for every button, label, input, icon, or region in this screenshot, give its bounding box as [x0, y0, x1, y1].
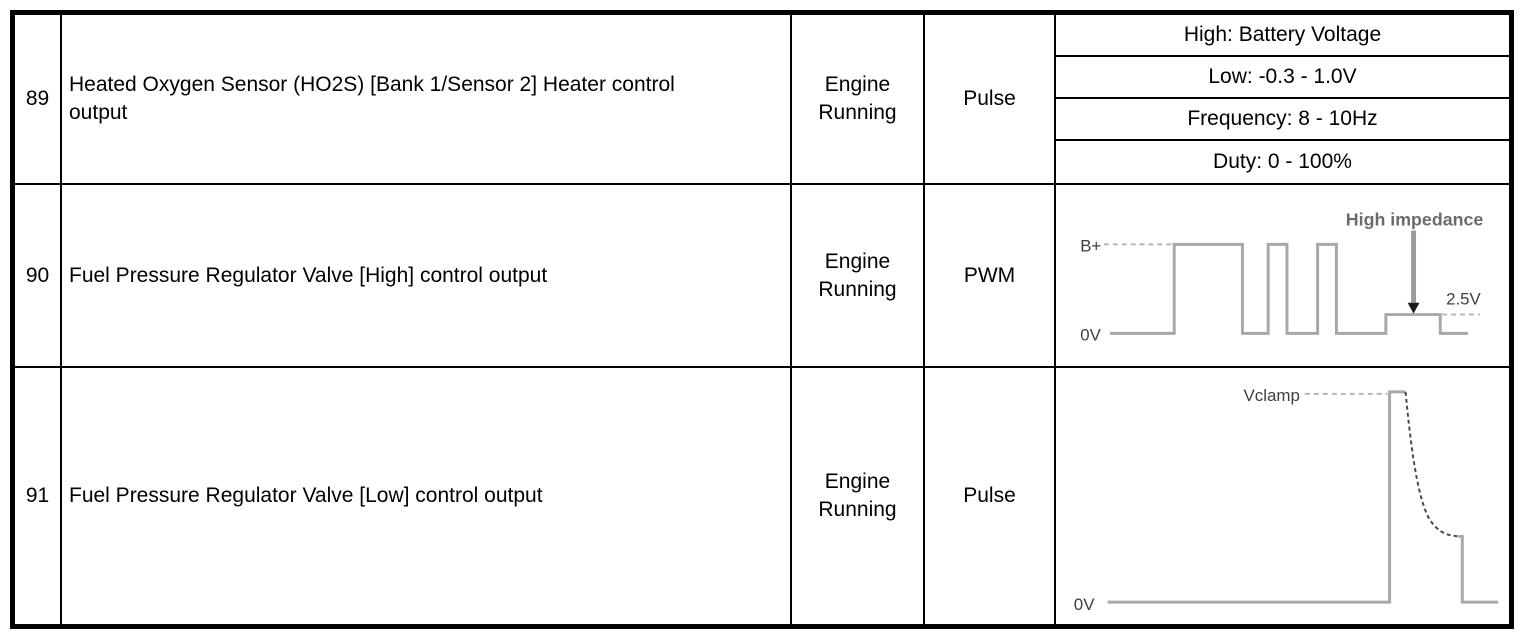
pulse-waveform-cell: Vclamp 0V: [1056, 368, 1509, 624]
pin-condition-text: Engine Running: [818, 470, 897, 521]
pin-number-90: 90: [15, 185, 62, 368]
pin-condition-text: Engine Running: [818, 249, 897, 301]
pin-condition-91: Engine Running: [792, 368, 925, 624]
pin-condition-89: Engine Running: [792, 15, 925, 185]
pin-signal-type-91: Pulse: [925, 368, 1056, 624]
pwm-waveform-diagram: B+ 0V High impedance 2.5V: [1080, 210, 1484, 345]
pin-description-90: Fuel Pressure Regulator Valve [High] con…: [62, 185, 792, 368]
pin-description-text: Fuel Pressure Regulator Valve [Low] cont…: [69, 484, 543, 507]
pin-signal-type-text: Pulse: [963, 484, 1016, 507]
pin-number-text: 90: [25, 263, 50, 287]
bplus-label: B+: [1080, 236, 1101, 255]
pin-description-89: Heated Oxygen Sensor (HO2S) [Bank 1/Sens…: [62, 15, 792, 185]
spec-low-text: Low: -0.3 - 1.0V: [1208, 65, 1357, 88]
pin-condition-text: Engine Running: [818, 73, 897, 124]
vclamp-label: Vclamp: [1243, 386, 1299, 405]
pulse-trace-tail: [1458, 534, 1499, 604]
pin-description-91: Fuel Pressure Regulator Valve [Low] cont…: [62, 368, 792, 624]
zero-volt-label: 0V: [1080, 325, 1101, 344]
high-impedance-label: High impedance: [1346, 210, 1484, 230]
pin-number-text: 91: [25, 484, 50, 507]
spec-low: Low: -0.3 - 1.0V: [1056, 57, 1509, 99]
pin-description-text: Heated Oxygen Sensor (HO2S) [Bank 1/Sens…: [69, 73, 675, 124]
pwm-trace: [1109, 242, 1468, 335]
pulse-trace-baseline: [1107, 390, 1406, 604]
spec-high: High: Battery Voltage: [1056, 15, 1509, 57]
pin-number-text: 89: [25, 87, 50, 110]
pin-specification-table: 89 Heated Oxygen Sensor (HO2S) [Bank 1/S…: [10, 10, 1514, 629]
pin-number-89: 89: [15, 15, 62, 185]
pin-signal-type-89: Pulse: [925, 15, 1056, 185]
spec-high-text: High: Battery Voltage: [1183, 23, 1382, 46]
spec-duty: Duty: 0 - 100%: [1056, 141, 1509, 183]
pwm-waveform-cell: B+ 0V High impedance 2.5V: [1056, 185, 1509, 368]
spec-duty-text: Duty: 0 - 100%: [1213, 150, 1352, 173]
pin-description-text: Fuel Pressure Regulator Valve [High] con…: [69, 263, 548, 287]
midlevel-label: 2.5V: [1446, 290, 1481, 309]
pin-number-91: 91: [15, 368, 62, 624]
pin-signal-type-text: PWM: [963, 263, 1016, 287]
zero-volt-label: 0V: [1074, 595, 1095, 614]
pin-signal-type-text: Pulse: [963, 87, 1016, 110]
pin-spec-values-89: High: Battery Voltage Low: -0.3 - 1.0V F…: [1056, 15, 1509, 185]
pin-condition-90: Engine Running: [792, 185, 925, 368]
pulse-waveform-diagram: Vclamp 0V: [1074, 386, 1499, 614]
pulse-decay-curve: [1404, 391, 1459, 538]
pin-signal-type-90: PWM: [925, 185, 1056, 368]
spec-frequency: Frequency: 8 - 10Hz: [1056, 99, 1509, 141]
spec-frequency-text: Frequency: 8 - 10Hz: [1187, 107, 1378, 130]
down-arrow-icon: [1407, 302, 1420, 314]
